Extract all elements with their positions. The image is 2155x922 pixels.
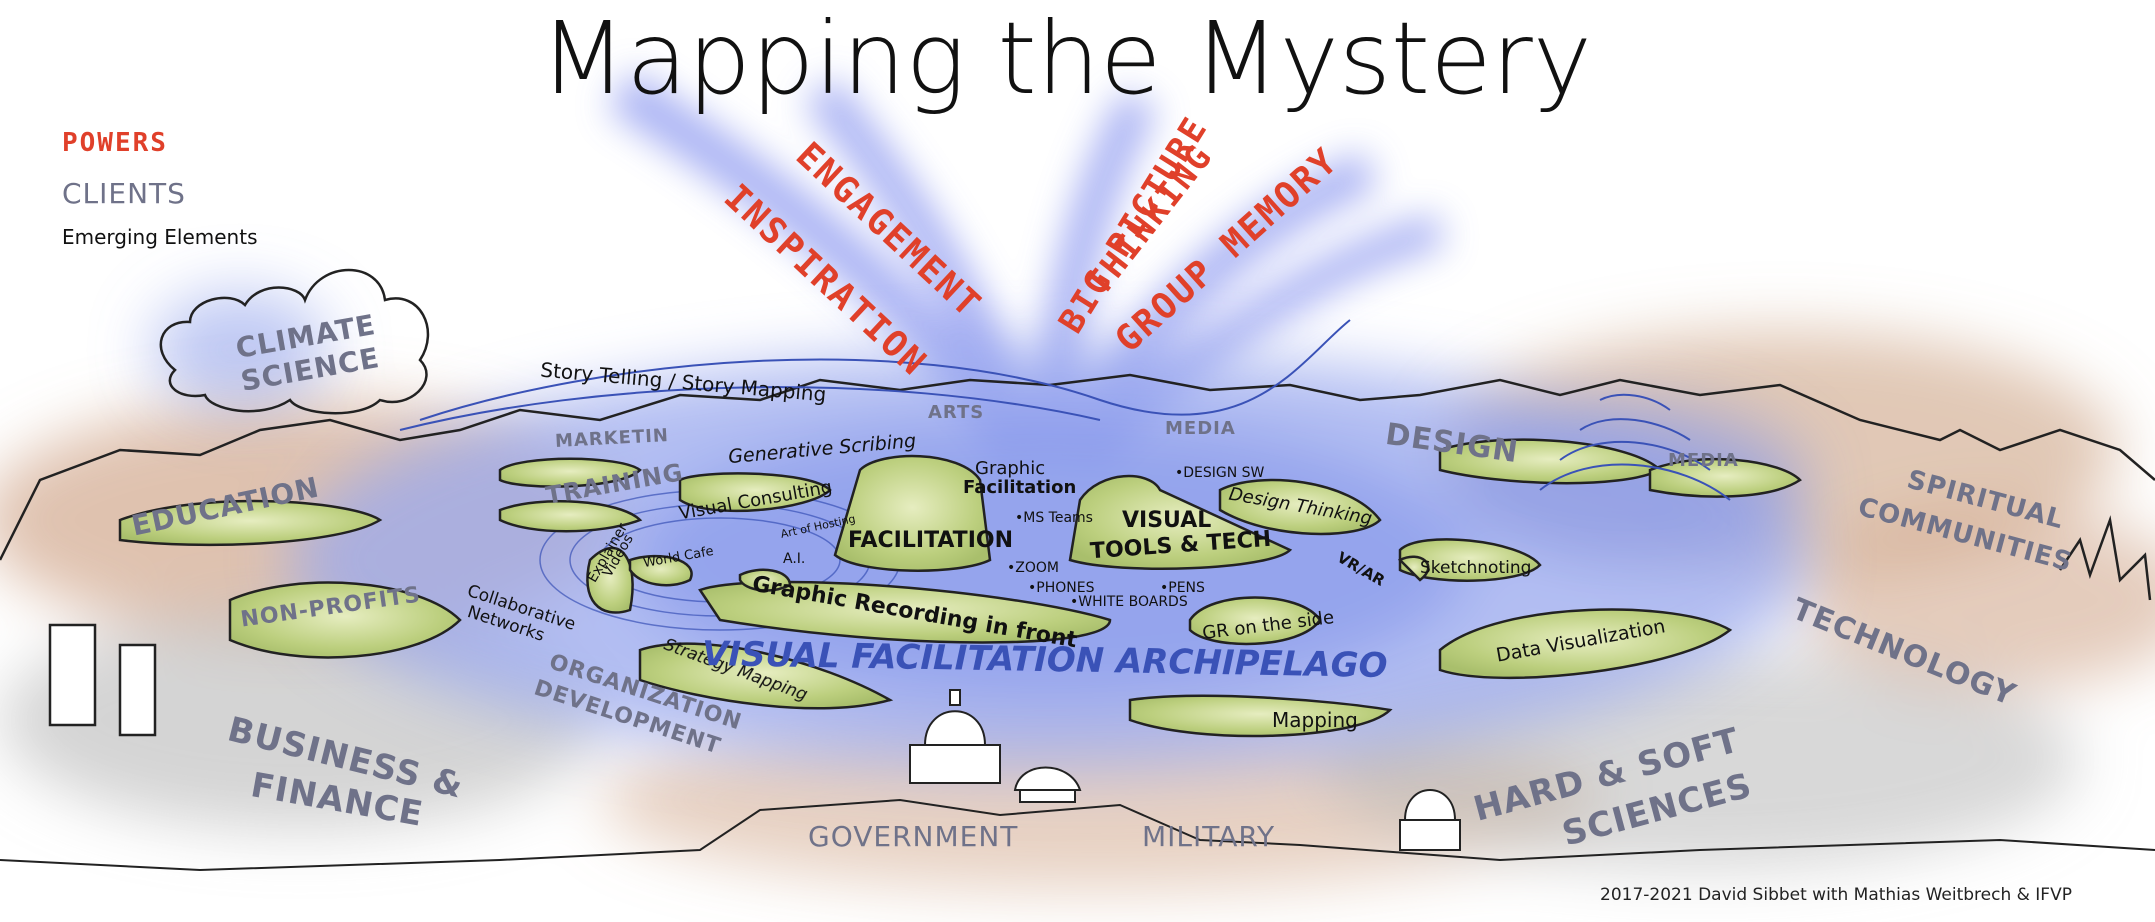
element-mapping: Mapping [1272, 708, 1358, 732]
element-zoom: •ZOOM [1007, 560, 1059, 576]
client-media-right: MEDIA [1668, 450, 1739, 471]
element-white-boards: •WHITE BOARDS [1070, 594, 1188, 610]
bottom-shore [0, 798, 2155, 872]
element-sketchnoting: Sketchnoting [1420, 558, 1532, 578]
element-visual-tools-1: VISUAL [1122, 508, 1212, 533]
legend-emerging: Emerging Elements [62, 225, 258, 249]
client-government: GOVERNMENT [808, 820, 1019, 853]
city-buildings [48, 623, 157, 737]
client-military: MILITARY [1142, 820, 1276, 853]
client-media-top: MEDIA [1165, 418, 1236, 439]
spiky-peaks [2058, 515, 2152, 601]
client-arts: ARTS [928, 402, 985, 423]
element-phones: •PHONES [1028, 580, 1095, 596]
story-lines [399, 319, 1351, 431]
cloud-outline [159, 268, 430, 415]
islands [118, 438, 1802, 738]
element-graphic-facilitation-1: Graphic [975, 458, 1046, 479]
element-facilitation: FACILITATION [848, 528, 1013, 553]
element-pens: •PENS [1160, 580, 1205, 596]
ridge-line [0, 373, 2155, 561]
element-design-sw: •DESIGN SW [1175, 465, 1265, 481]
legend-clients: CLIENTS [62, 177, 186, 210]
legend-powers: POWERS [62, 128, 168, 158]
element-ai: A.I. [783, 551, 806, 567]
observatory-icon [1399, 789, 1461, 851]
credit-line: 2017-2021 David Sibbet with Mathias Weit… [1600, 885, 2072, 905]
element-graphic-facilitation-2: Facilitation [963, 477, 1077, 498]
element-ms-teams: •MS Teams [1015, 510, 1093, 526]
pavilion-icon [1013, 766, 1082, 803]
capitol-dome [909, 689, 1001, 784]
page-title: Mapping the Mystery [540, 0, 1592, 117]
signal-waves [1539, 393, 1731, 501]
